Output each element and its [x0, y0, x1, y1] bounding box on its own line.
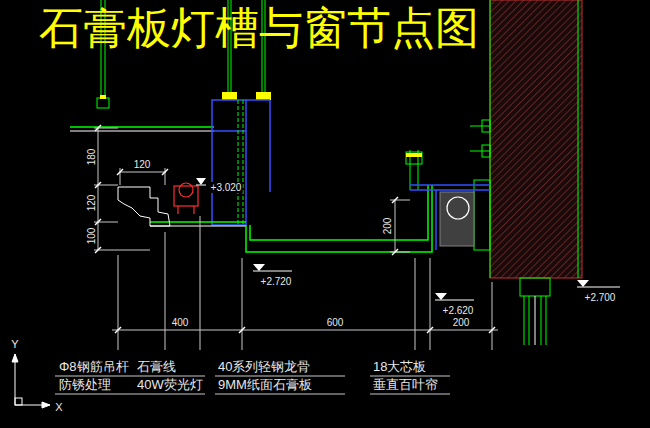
material-callout-holder: 防锈处理 [58, 375, 112, 393]
dimension-value-holder: 200 [377, 217, 395, 236]
dimension-value-holder: 120 [133, 154, 152, 172]
level-value-holder: +2.700 [584, 287, 617, 305]
curtain-box [406, 150, 490, 250]
dimension-value-holder: 200 [452, 312, 471, 330]
material-callout-holder: 垂直百叶帘 [372, 375, 439, 393]
dimension-value: 400 [171, 317, 190, 328]
dimension-value-holder: 180 [81, 148, 99, 167]
fluorescent-lamp [174, 183, 198, 214]
material-callout: 18大芯板 [372, 359, 427, 374]
rod-nut [100, 92, 271, 100]
axis-label-holder: Y [10, 334, 19, 352]
blind-roller [447, 197, 469, 219]
concrete-wall [490, 0, 582, 278]
wall-bracket [470, 120, 490, 157]
material-callout: 垂直百叶帘 [372, 377, 439, 392]
axis-label-holder: X [54, 397, 63, 415]
level-value: +2.700 [584, 292, 617, 303]
level-value: +2.720 [260, 276, 293, 287]
drawing-title: 石膏板灯槽与窗节点图 [38, 4, 480, 53]
dimension-line [94, 128, 498, 350]
gypsum-ceiling [246, 185, 432, 252]
window-frame [520, 278, 550, 345]
axis-label: X [54, 401, 63, 413]
dimension-value: 120 [133, 159, 152, 170]
material-callout: 40系列轻钢龙骨 [217, 359, 311, 374]
level-value-holder: +3.020 [210, 177, 243, 195]
dimension-value-holder: 600 [326, 312, 345, 330]
dimension-value: 100 [86, 227, 97, 246]
dimension-value-holder: 400 [171, 312, 190, 330]
material-callout: 防锈处理 [58, 377, 112, 392]
dimension-value: 200 [452, 317, 471, 328]
dimension-value: 200 [382, 217, 393, 236]
material-callout-holder: 18大芯板 [372, 357, 427, 375]
gypsum-cornice [118, 187, 170, 226]
material-callout-holder: 40系列轻钢龙骨 [217, 357, 311, 375]
axis-label: Y [10, 338, 19, 350]
material-callout: 9MM纸面石膏板 [217, 377, 313, 392]
dimension-value-holder: 120 [81, 194, 99, 213]
level-value-holder: +2.620 [442, 300, 475, 318]
ucs-icon [12, 354, 50, 408]
material-callout-holder: Φ8钢筋吊杆 [58, 357, 130, 375]
callout-underline [55, 376, 450, 394]
material-callout: Φ8钢筋吊杆 [58, 359, 130, 374]
dimension-value: 180 [86, 148, 97, 167]
level-value: +3.020 [210, 182, 243, 193]
material-callout-holder: 40W荧光灯 [136, 375, 204, 393]
dimension-value-holder: 100 [81, 227, 99, 246]
light-trough-frame [212, 100, 270, 225]
dimension-value: 600 [326, 317, 345, 328]
level-value-holder: +2.720 [260, 271, 293, 289]
material-callout: 石膏线 [136, 359, 177, 374]
level-value: +2.620 [442, 305, 475, 316]
material-callout-holder: 石膏线 [136, 357, 177, 375]
dimension-value: 120 [86, 194, 97, 213]
material-callout-holder: 9MM纸面石膏板 [217, 375, 313, 393]
title-block: 石膏板灯槽与窗节点图 [38, 4, 480, 54]
level-symbol [196, 178, 589, 300]
material-callout: 40W荧光灯 [136, 377, 204, 392]
